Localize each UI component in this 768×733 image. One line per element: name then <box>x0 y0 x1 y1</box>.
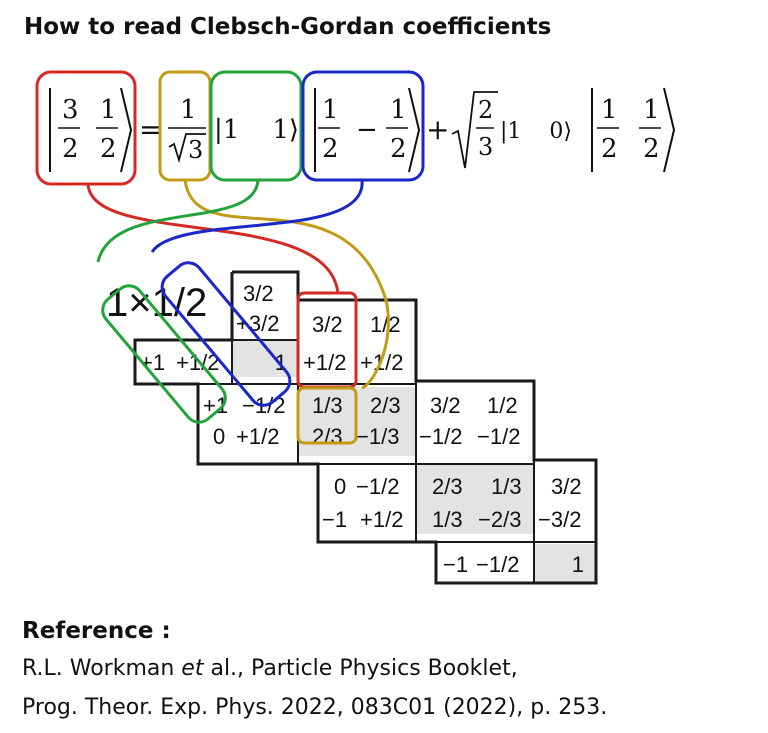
lhs-j-num: 3 <box>62 95 79 125</box>
ket-angle <box>408 87 421 173</box>
coef1-den: 3 <box>188 136 203 164</box>
reference-et: et <box>181 656 204 681</box>
row-m2: +1/2 <box>360 507 403 532</box>
ket-angle <box>663 87 676 173</box>
coef1-num: 1 <box>180 95 197 125</box>
lhs-ket: 3 2 1 2 <box>49 87 133 173</box>
cell-shade <box>534 544 596 583</box>
highlight-blue-table <box>160 261 292 407</box>
cg-table: 1×1/2 3/2 +3/2 +1 +1/2 1 3/2 1/2 +1/2 +1… <box>106 270 598 585</box>
lhs-m-den: 2 <box>100 134 117 164</box>
reference-heading: Reference : <box>22 618 171 644</box>
row-m2: +1/2 <box>176 350 219 375</box>
col-j: 3/2 <box>551 474 582 499</box>
coef-value: −2/3 <box>478 507 521 532</box>
plus-sign: + <box>426 113 449 146</box>
col-m: −3/2 <box>538 507 581 532</box>
connector-red <box>86 183 340 295</box>
coef-value: 1/3 <box>312 393 343 418</box>
row-m1: 0 <box>213 424 225 449</box>
ket2-m-den: 2 <box>390 134 407 164</box>
row-m2: +1/2 <box>236 424 279 449</box>
reference-author: R.L. Workman <box>22 656 182 681</box>
coef-value: −1/3 <box>356 424 399 449</box>
coef-value: 2/3 <box>370 393 401 418</box>
col-m: +1/2 <box>303 350 346 375</box>
ket2-m-num: 1 <box>390 95 407 125</box>
ket3-j-den: 2 <box>601 134 618 164</box>
header-m: +3/2 <box>236 311 279 336</box>
ket-angle <box>120 87 133 173</box>
coef-value: 1/3 <box>432 507 463 532</box>
coefficient-sqrt-2-3: 2 3 <box>451 91 498 169</box>
ket3-m-den: 2 <box>643 134 660 164</box>
row-m1: 0 <box>334 474 346 499</box>
sqrt-sign <box>451 91 498 169</box>
ket-half-minus-half: 1 2 − 1 2 <box>314 87 421 173</box>
col-j: 1/2 <box>487 393 518 418</box>
coef-value: 1/3 <box>491 474 522 499</box>
coef2-num: 2 <box>478 96 493 124</box>
row-m2: −1/2 <box>476 552 519 577</box>
highlights <box>35 70 425 445</box>
highlight-gold-table <box>296 386 358 445</box>
ket3-m-num: 1 <box>643 95 660 125</box>
cell-shade <box>416 465 534 534</box>
connector-blue <box>150 179 364 253</box>
row-m1: −1 <box>443 552 468 577</box>
row-m2: −1/2 <box>356 474 399 499</box>
sqrt-sign <box>168 133 206 164</box>
coef-value: 2/3 <box>312 424 343 449</box>
col-m: −1/2 <box>477 424 520 449</box>
ket2-j-den: 2 <box>322 134 339 164</box>
ket-1-1: |1 1⟩ <box>214 115 299 145</box>
coef2-den: 3 <box>478 133 493 161</box>
col-j: 1/2 <box>370 312 401 337</box>
coefficient-1-over-sqrt3: 1 3 <box>168 95 206 164</box>
coef-value: 2/3 <box>432 474 463 499</box>
clebsch-gordan-diagram: 3 2 1 2 = 1 3 |1 1⟩ 1 2 − 1 2 <box>35 70 676 585</box>
page-title: How to read Clebsch-Gordan coefficients <box>24 14 552 40</box>
equation: 3 2 1 2 = 1 3 |1 1⟩ 1 2 − 1 2 <box>49 87 676 173</box>
col-m: −1/2 <box>419 424 462 449</box>
equals-sign: = <box>139 113 162 146</box>
highlight-red-lhs <box>35 70 137 186</box>
col-j: 3/2 <box>312 312 343 337</box>
lhs-j-den: 2 <box>62 134 79 164</box>
ket2-j-num: 1 <box>322 95 339 125</box>
ket-1-0: |1 0⟩ <box>500 119 572 144</box>
connector-green <box>96 179 260 263</box>
ket-half-half: 1 2 1 2 <box>591 87 676 173</box>
highlight-green-table <box>101 284 227 424</box>
coef-value: 1 <box>572 552 584 577</box>
reference-line-2: Prog. Theor. Exp. Phys. 2022, 083C01 (20… <box>22 695 608 720</box>
col-j: 3/2 <box>430 393 461 418</box>
lhs-m-num: 1 <box>100 95 117 125</box>
row-m1: −1 <box>322 507 347 532</box>
ket3-j-num: 1 <box>601 95 618 125</box>
reference-line-1: R.L. Workman et al., Particle Physics Bo… <box>22 656 518 681</box>
ket2-m-sign: − <box>356 115 378 145</box>
highlight-green-ket <box>209 70 303 182</box>
header-j: 3/2 <box>243 281 274 306</box>
reference-booklet: al., Particle Physics Booklet, <box>203 656 518 681</box>
